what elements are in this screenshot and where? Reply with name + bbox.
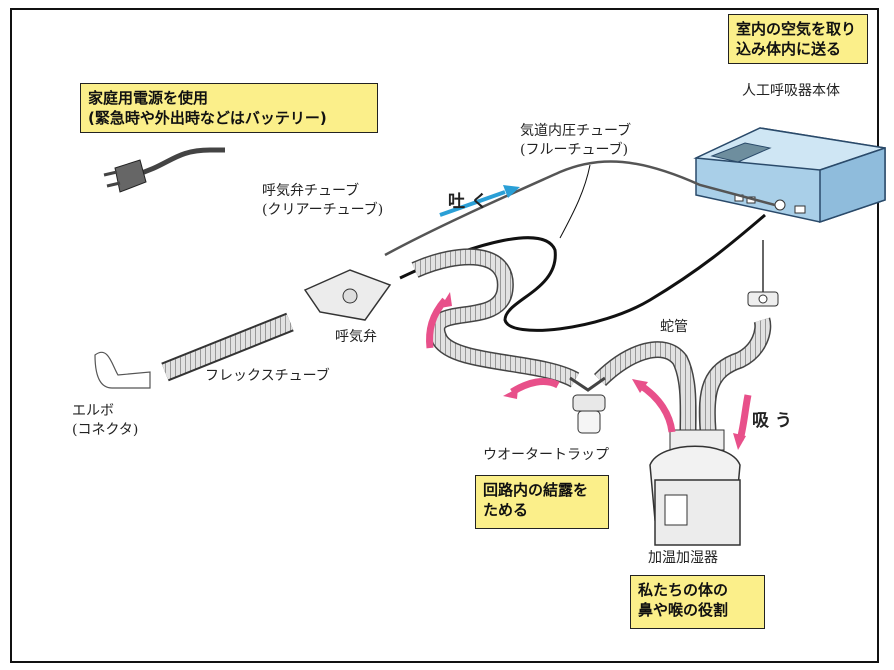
label-inhale: 吸 う [752, 411, 792, 431]
note-nose-throat-role: 私たちの体の 鼻や喉の役割 [630, 575, 765, 629]
note-air-intake: 室内の空気を取り 込み体内に送る [728, 14, 868, 64]
label-circuit-tube: 蛇管 [660, 319, 688, 335]
label-ventilator: 人工呼吸器本体 [742, 83, 840, 99]
label-exhale: 吐 く [448, 192, 488, 212]
label-pressure-tube: 気道内圧チューブ (フルーチューブ) [520, 123, 632, 158]
label-exhale-valve: 呼気弁 [335, 329, 377, 345]
humidifier [649, 429, 741, 546]
label-water-trap: ウオータートラップ [483, 447, 609, 463]
elbow-connector [94, 351, 151, 389]
exhale-valve-tube [384, 160, 776, 257]
note-power: 家庭用電源を使用 (緊急時や外出時などはバッテリー) [80, 83, 378, 133]
corrugated-tube [412, 249, 579, 387]
exhale-valve [303, 269, 392, 321]
label-flex-tube: フレックスチューブ [205, 368, 330, 384]
label-humidifier: 加温加湿器 [648, 550, 718, 566]
exhale-arrow [439, 190, 506, 217]
label-elbow: エルボ (コネクタ) [72, 403, 139, 438]
filter [747, 240, 779, 307]
ventilator-device [693, 127, 886, 224]
water-trap [569, 376, 606, 434]
note-condensation: 回路内の結露を ためる [475, 475, 609, 529]
power-plug [103, 147, 225, 193]
pressure-tube [399, 213, 766, 332]
label-exhale-valve-tube: 呼気弁チューブ (クリアーチューブ) [262, 183, 384, 218]
flex-tube [162, 314, 293, 380]
